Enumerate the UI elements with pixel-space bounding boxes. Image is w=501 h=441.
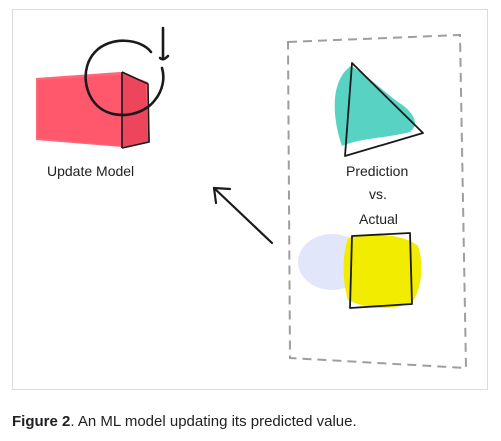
figure-caption: Figure 2. An ML model updating its predi… xyxy=(12,413,357,430)
prediction-triangle xyxy=(334,62,424,157)
figure-frame xyxy=(12,9,488,390)
vs-label: vs. xyxy=(369,186,387,202)
update-model-label: Update Model xyxy=(47,163,135,179)
prediction-label: Prediction xyxy=(346,163,409,179)
update-cycle-icon xyxy=(84,26,170,117)
actual-label: Actual xyxy=(359,211,398,227)
model-box xyxy=(36,71,150,149)
caption-text: . An ML model updating its predicted val… xyxy=(70,413,357,430)
caption-prefix: Figure 2 xyxy=(12,413,71,430)
arrow-icon xyxy=(212,186,274,245)
dashed-border xyxy=(286,33,468,370)
actual-square xyxy=(298,232,422,309)
